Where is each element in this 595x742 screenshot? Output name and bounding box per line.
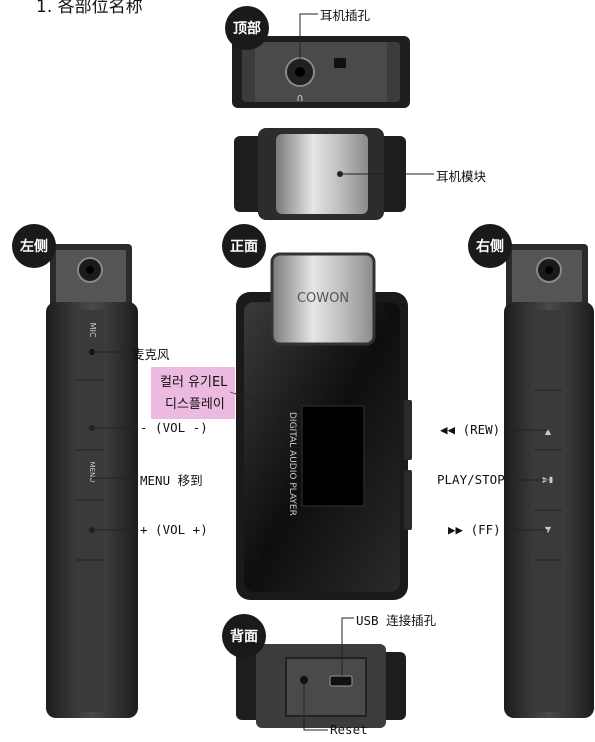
reset-label: Reset	[330, 722, 368, 737]
top-small-port	[334, 58, 346, 68]
badge-right-label: 右侧	[475, 238, 504, 255]
leader-display	[229, 391, 291, 413]
badge-back-label: 背面	[230, 628, 258, 645]
brand-logo: COWON	[297, 291, 349, 306]
mic-label: 麦克风	[132, 347, 170, 362]
module-metal-cap	[276, 134, 368, 214]
front-side-tab-2	[404, 470, 412, 530]
leader-earphone-jack	[299, 13, 318, 60]
left-button-strip	[76, 310, 104, 712]
usb-port-label: USB 连接插孔	[356, 613, 437, 628]
display-highlight	[151, 367, 235, 419]
badge-top-label: 顶部	[233, 20, 261, 37]
back-view	[236, 644, 406, 728]
vol-down-label: - (VOL -)	[140, 420, 208, 435]
badge-front-label: 正面	[230, 239, 258, 255]
earphone-module-label: 耳机模块	[436, 169, 487, 184]
badge-front: 正面	[222, 224, 266, 268]
reset-hole	[300, 676, 308, 684]
play-stop-label: PLAY/STOP	[437, 472, 505, 487]
top-view-center	[255, 42, 387, 102]
display-note-line2: 디스플레이	[165, 397, 225, 412]
usb-port	[329, 675, 353, 687]
back-panel	[285, 657, 367, 717]
ff-button-icon: ▼	[545, 525, 552, 534]
front-earphone-module	[270, 252, 376, 346]
leader-reset	[303, 684, 328, 731]
leader-usb	[341, 617, 354, 676]
headphone-icon: ∩	[296, 93, 303, 104]
rew-button-icon: ▲	[545, 427, 552, 436]
front-display	[301, 405, 365, 507]
vol-up-label: + (VOL +)	[140, 522, 208, 537]
right-button-strip	[534, 310, 562, 712]
badge-back: 背面	[222, 614, 266, 658]
front-view: COWON DIGITAL AUDIO PLAYER	[236, 252, 412, 600]
rew-label: ◀◀ (REW)	[440, 422, 501, 437]
menu-mark: MENU	[88, 462, 96, 483]
left-side-view: MIC MENU	[46, 244, 138, 718]
dap-mark: DIGITAL AUDIO PLAYER	[287, 412, 297, 516]
page-title: 1. 各部位名称	[36, 0, 143, 17]
menu-label: MENU 移到	[140, 473, 203, 488]
badge-right: 右侧	[468, 224, 512, 268]
earphone-module-view	[234, 128, 406, 220]
earphone-jack-label: 耳机插孔	[320, 8, 371, 23]
front-side-tab-1	[404, 400, 412, 460]
badge-top: 顶部	[225, 6, 269, 50]
ff-label: ▶▶ (FF)	[448, 522, 501, 537]
badge-left: 左侧	[12, 224, 56, 268]
top-view: ∩	[232, 36, 410, 108]
leader-lines	[92, 13, 548, 731]
right-side-view: ▲ ▶▮ ▼	[504, 244, 594, 718]
badge-left-label: 左侧	[19, 238, 48, 255]
top-earphone-jack-hole	[295, 67, 305, 77]
mic-mark: MIC	[88, 323, 97, 338]
display-note-line1: 컬러 유기EL	[160, 375, 228, 390]
